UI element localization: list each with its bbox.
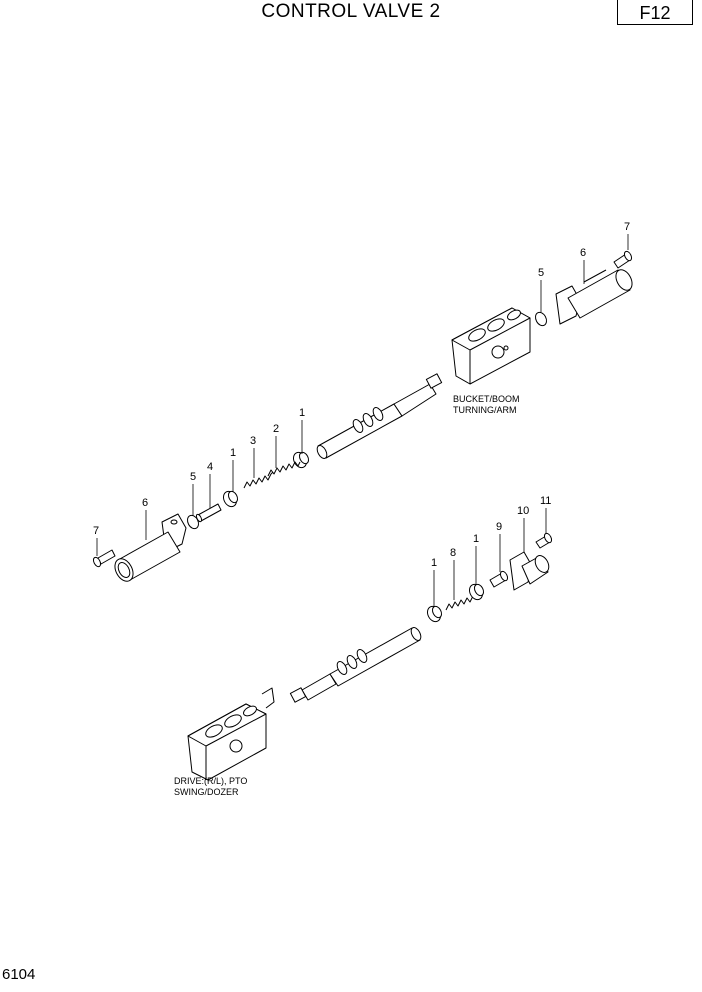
part-9-bolt: [489, 570, 509, 588]
spool-upper: [316, 373, 443, 459]
callout-1: 1: [473, 533, 479, 545]
part-5-oring-left: [186, 514, 200, 530]
part-7-bolt-right: [613, 250, 633, 269]
callout-6: 6: [580, 247, 586, 259]
callout-7: 7: [624, 221, 630, 233]
part-6-cover-left: [114, 513, 187, 582]
callout-7: 7: [93, 525, 99, 537]
captions: BUCKET/BOOM TURNING/ARM DRIVE:(R/L), PTO…: [174, 394, 520, 797]
callout-8: 8: [450, 547, 456, 559]
callout-11: 11: [540, 495, 551, 507]
valve-block-upper: [451, 307, 531, 385]
part-11-bolt: [535, 532, 553, 549]
callouts-upper: 1 2 3 1 4 5 6 7 5 6 7: [93, 221, 630, 537]
part-2-spring: [267, 461, 301, 477]
part-1-cap-lower-2: [469, 583, 485, 601]
callout-2: 2: [273, 423, 279, 435]
callout-1: 1: [230, 447, 236, 459]
callout-1: 1: [431, 557, 437, 569]
callout-5: 5: [538, 267, 544, 279]
part-5-oring-right: [534, 311, 548, 327]
caption-lower-line1: DRIVE:(R/L), PTO: [174, 776, 247, 786]
callout-1: 1: [299, 407, 305, 419]
callouts-lower: 1 8 1 9 10 11: [431, 495, 551, 569]
page-number: 6104: [2, 966, 36, 983]
callout-10: 10: [517, 505, 529, 517]
page-code: F12: [617, 0, 693, 25]
valve-block-lower: [187, 687, 275, 781]
caption-lower-line2: SWING/DOZER: [174, 787, 239, 797]
page-title: CONTROL VALVE 2: [261, 1, 441, 22]
callout-3: 3: [250, 435, 256, 447]
part-8-spring: [445, 593, 476, 611]
spool-lower: [289, 627, 422, 703]
part-4-pin: [195, 503, 222, 523]
leader-lines: [96, 234, 629, 606]
part-3-spring: [243, 471, 274, 489]
part-1-cap-upper: [293, 451, 310, 469]
part-7-bolt-left: [92, 549, 116, 568]
callout-6: 6: [142, 497, 148, 509]
part-1-cap-upper-2: [223, 490, 239, 508]
part-6-cover-right: [555, 269, 633, 325]
callout-5: 5: [190, 471, 196, 483]
callout-9: 9: [496, 521, 502, 533]
part-10-cover: [509, 551, 550, 591]
caption-upper-line2: TURNING/ARM: [453, 405, 517, 415]
callout-4: 4: [207, 461, 213, 473]
part-1-cap-lower: [427, 605, 443, 623]
caption-upper-line1: BUCKET/BOOM: [453, 394, 520, 404]
